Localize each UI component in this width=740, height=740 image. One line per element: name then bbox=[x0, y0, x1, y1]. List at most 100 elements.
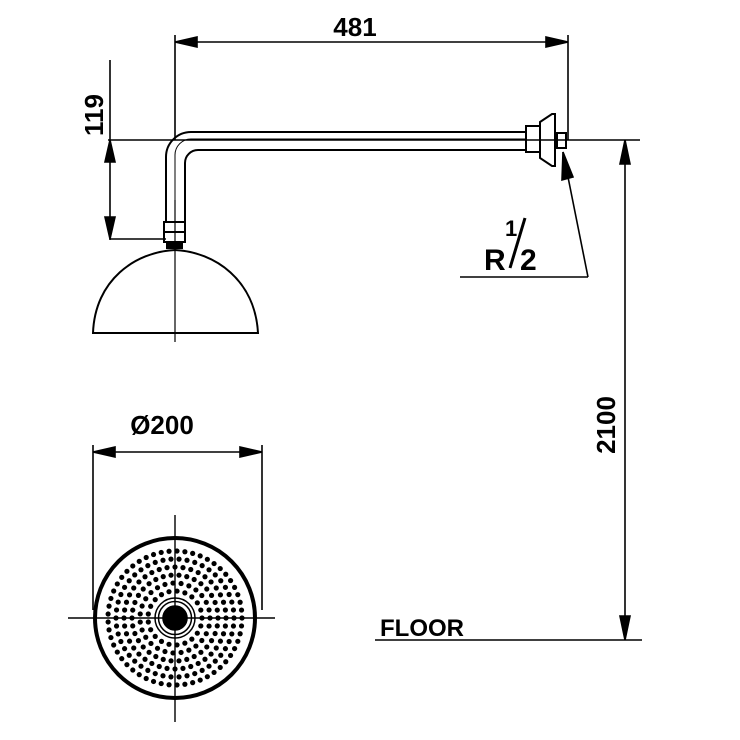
nozzle-dot bbox=[168, 556, 174, 562]
nozzle-dot bbox=[182, 640, 188, 646]
nozzle-dot bbox=[217, 565, 223, 572]
nozzle-dot bbox=[220, 631, 227, 637]
nozzle-dot bbox=[198, 623, 204, 629]
nozzle-dot bbox=[212, 630, 218, 637]
nozzle-dot bbox=[223, 659, 229, 665]
nozzle-dot bbox=[217, 638, 224, 644]
thread-letter: R bbox=[484, 244, 506, 277]
nozzle-dot bbox=[140, 644, 146, 650]
nozzle-dot bbox=[195, 569, 201, 576]
nozzle-dot bbox=[152, 670, 158, 677]
nozzle-dot bbox=[193, 587, 199, 593]
nozzle-dot bbox=[230, 623, 237, 629]
nozzle-dot bbox=[154, 645, 161, 651]
nozzle-dot bbox=[203, 599, 209, 605]
nozzle-dot bbox=[238, 623, 245, 629]
nozzle-dot bbox=[140, 586, 146, 592]
thread-numerator: 1 bbox=[505, 216, 517, 241]
nozzle-dot bbox=[235, 638, 241, 644]
nozzle-dot bbox=[215, 615, 221, 621]
nozzle-dot bbox=[136, 651, 142, 657]
nozzle-dot bbox=[111, 642, 117, 648]
nozzle-dot bbox=[217, 592, 224, 598]
nozzle-dot bbox=[126, 578, 132, 584]
nozzle-dot bbox=[184, 673, 190, 679]
nozzle-dot bbox=[214, 607, 220, 613]
dimension-481-label: 481 bbox=[333, 12, 376, 42]
nozzle-dot bbox=[204, 644, 210, 650]
nozzle-dot bbox=[168, 572, 174, 578]
nozzle-dot bbox=[148, 589, 154, 596]
nozzle-dot bbox=[145, 563, 151, 569]
dimension-2100-label: 2100 bbox=[591, 396, 621, 454]
nozzle-dot bbox=[198, 607, 204, 613]
nozzle-dot bbox=[232, 584, 238, 591]
nozzle-dot bbox=[208, 638, 215, 644]
nozzle-dot bbox=[178, 649, 184, 656]
nozzle-dot bbox=[160, 557, 166, 563]
nozzle-dot bbox=[208, 579, 214, 585]
nozzle-dot bbox=[119, 656, 125, 662]
nozzle-dot bbox=[191, 576, 197, 583]
nozzle-dot bbox=[154, 585, 161, 591]
nozzle-dot bbox=[108, 634, 114, 641]
nozzle-dot bbox=[149, 660, 155, 667]
dimension-119-label: 119 bbox=[79, 94, 109, 136]
nozzle-dot bbox=[124, 568, 130, 574]
nozzle-dot bbox=[204, 674, 210, 680]
nozzle-dot bbox=[166, 641, 172, 647]
nozzle-dot bbox=[198, 581, 204, 587]
nozzle-dot bbox=[227, 577, 234, 584]
nozzle-dot bbox=[149, 569, 155, 576]
nozzle-dot bbox=[143, 596, 149, 602]
nozzle-dot bbox=[158, 549, 164, 556]
nozzle-dot bbox=[191, 653, 197, 660]
nozzle-dot bbox=[193, 643, 199, 649]
nozzle-dot bbox=[230, 607, 237, 613]
nozzle-dot bbox=[238, 607, 245, 613]
nozzle-dot bbox=[123, 599, 130, 605]
nozzle-dot bbox=[168, 674, 174, 680]
wall-flange bbox=[525, 113, 567, 167]
nozzle-dot bbox=[153, 653, 159, 660]
nozzle-dot bbox=[113, 607, 120, 613]
nozzle-dot bbox=[138, 663, 144, 669]
floor-label: FLOOR bbox=[380, 615, 464, 642]
nozzle-dot bbox=[143, 634, 149, 640]
dimension-diameter bbox=[92, 445, 263, 610]
nozzle-dot bbox=[139, 603, 145, 609]
nozzle-dot bbox=[135, 638, 142, 644]
nozzle-dot bbox=[121, 615, 127, 621]
nozzle-dot bbox=[136, 579, 142, 585]
nozzle-dot bbox=[136, 672, 142, 678]
nozzle-dot bbox=[160, 574, 166, 580]
nozzle-dot bbox=[198, 649, 204, 655]
nozzle-dot bbox=[158, 680, 164, 687]
nozzle-dot bbox=[211, 560, 217, 567]
nozzle-dot bbox=[222, 584, 229, 590]
nozzle-dot bbox=[152, 597, 158, 603]
nozzle-dot bbox=[145, 667, 151, 673]
nozzle-dot bbox=[146, 581, 152, 587]
nozzle-dot bbox=[150, 551, 157, 558]
nozzle-dot bbox=[118, 638, 124, 645]
nozzle-dot bbox=[115, 631, 121, 637]
nozzle-dot bbox=[208, 592, 215, 598]
nozzle-dot bbox=[148, 640, 154, 647]
nozzle-dot bbox=[153, 576, 159, 583]
nozzle-dot bbox=[237, 631, 243, 637]
nozzle-dot bbox=[226, 638, 232, 645]
nozzle-dot bbox=[182, 590, 188, 596]
nozzle-dot bbox=[150, 678, 157, 685]
nozzle-dot bbox=[184, 656, 190, 662]
nozzle-dot bbox=[122, 607, 128, 613]
nozzle-dot bbox=[170, 580, 176, 586]
nozzle-dot bbox=[114, 581, 120, 587]
nozzle-dot bbox=[164, 665, 170, 671]
nozzle-dot bbox=[166, 682, 172, 688]
nozzle-dot bbox=[172, 564, 178, 570]
nozzle-dot bbox=[189, 636, 195, 642]
nozzle-dot bbox=[204, 586, 210, 592]
thread-leader bbox=[460, 151, 589, 278]
thread-denominator: 2 bbox=[520, 244, 537, 277]
